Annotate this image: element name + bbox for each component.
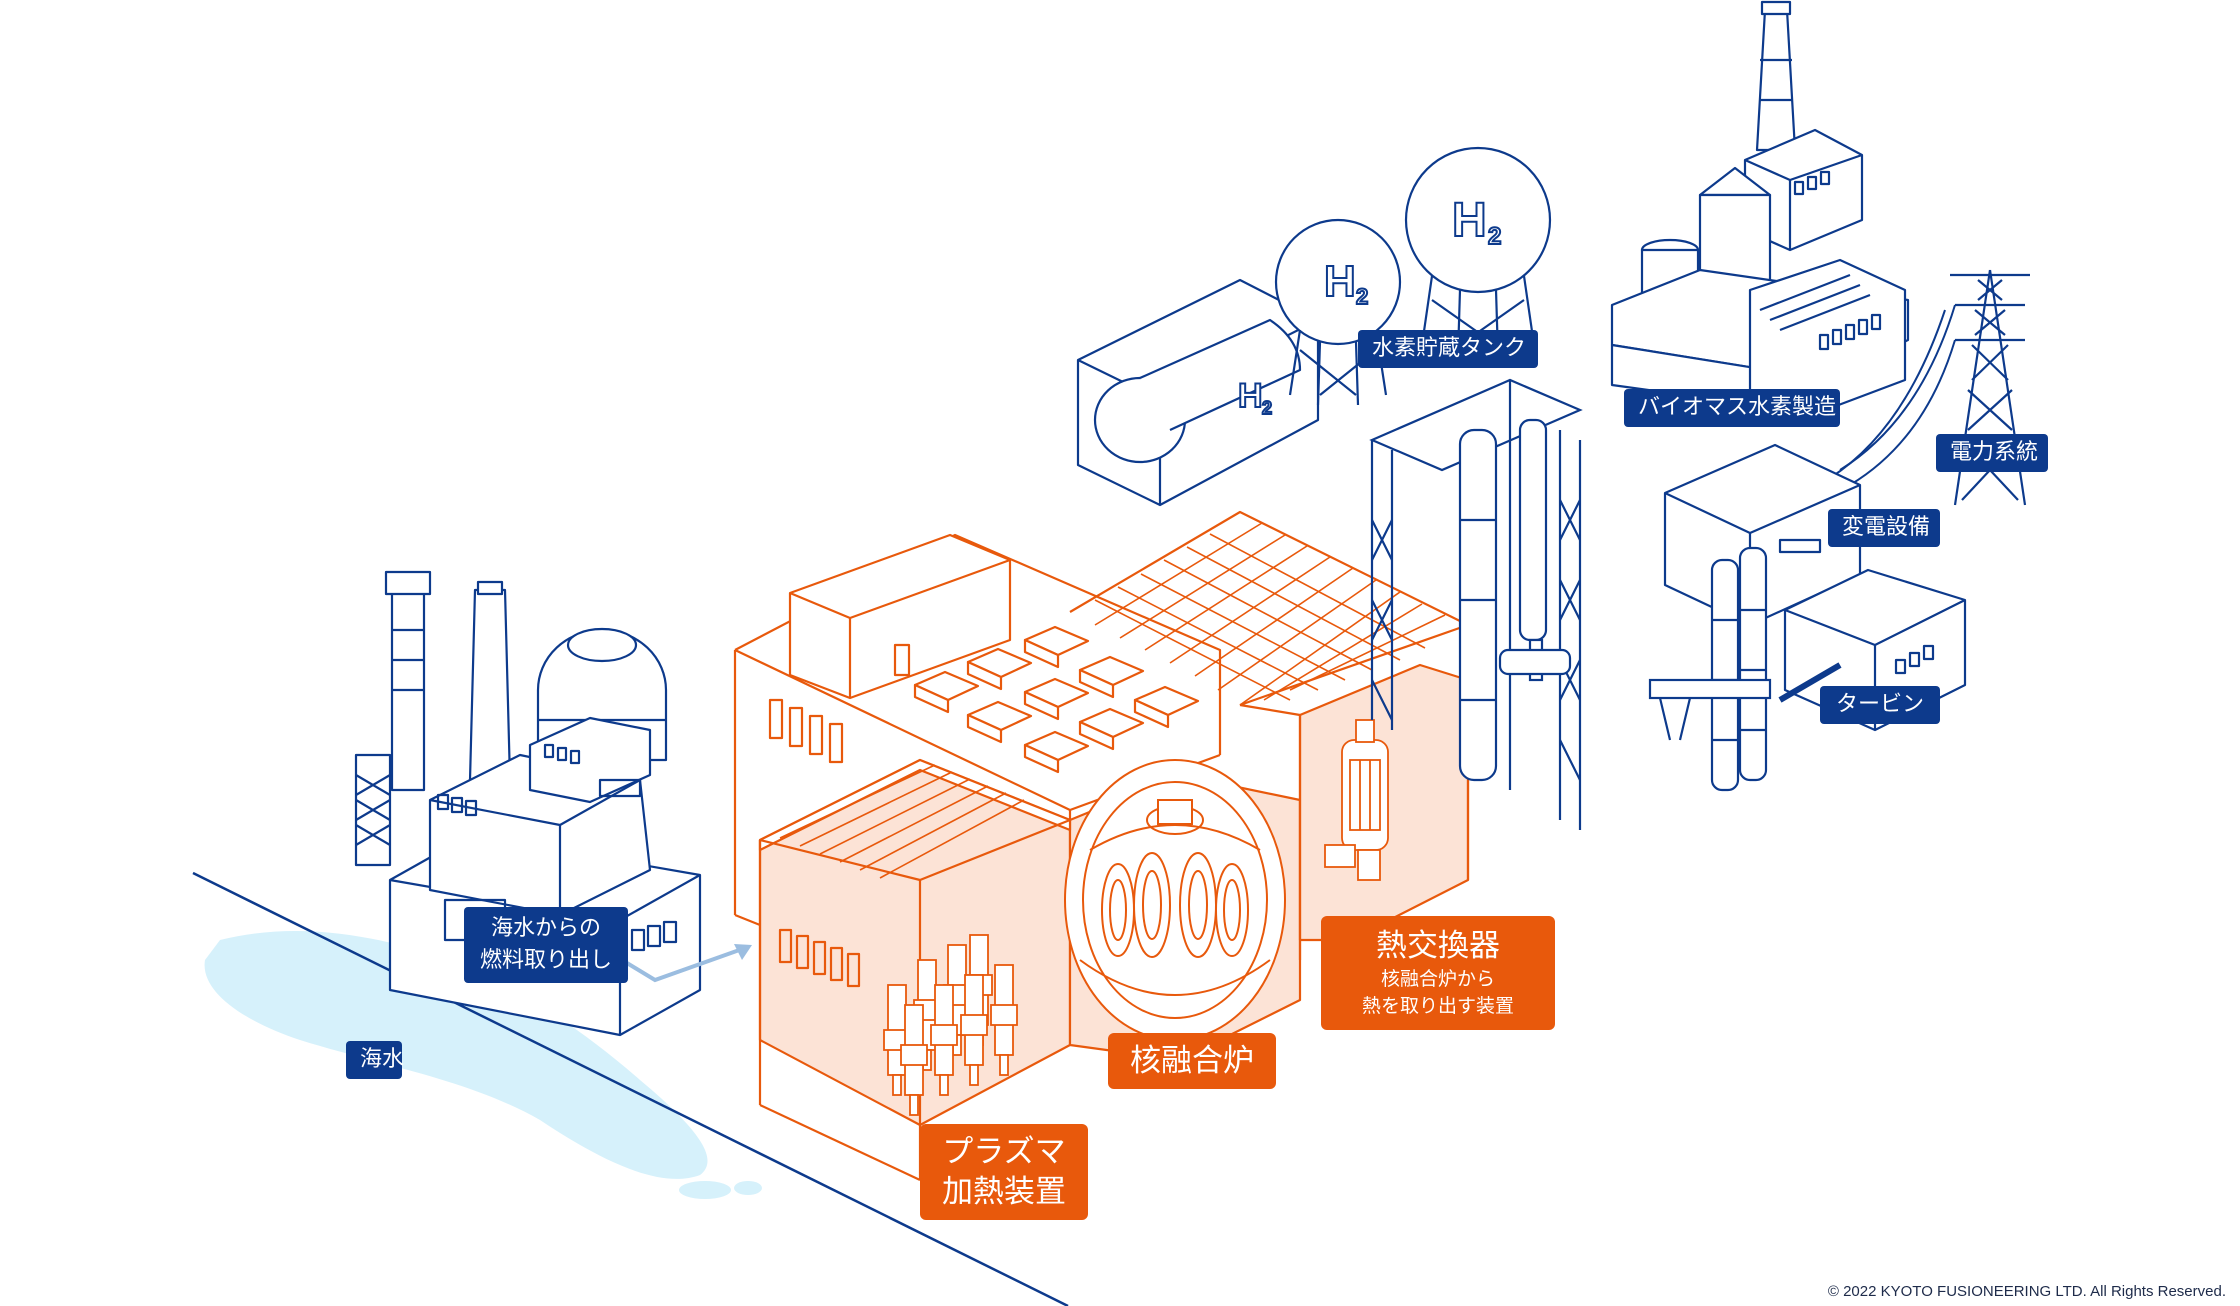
sea-water bbox=[204, 930, 708, 1179]
label-heat-exchanger-sub2: 熱を取り出す装置 bbox=[1361, 995, 1514, 1017]
copyright-notice: © 2022 KYOTO FUSIONEERING LTD. All Right… bbox=[1827, 1283, 2226, 1300]
label-substation: 変電設備 bbox=[1828, 509, 1940, 547]
h2-mark-small-sphere: H bbox=[1324, 257, 1356, 306]
h2-mark-container-sub: 2 bbox=[1262, 398, 1272, 418]
label-power-grid: 電力系統 bbox=[1936, 434, 2048, 472]
h2-mark-large-sphere: H bbox=[1452, 194, 1487, 247]
h2-markings: H 2 H 2 H 2 bbox=[1237, 193, 1502, 419]
label-fuel-extraction: 海水からの 燃料取り出し bbox=[464, 907, 628, 983]
label-fusion-reactor: 核融合炉 bbox=[1108, 1033, 1276, 1089]
fuel-arrow-head bbox=[734, 944, 752, 960]
hydrogen-storage bbox=[1076, 146, 1552, 507]
fusion-reactor bbox=[1064, 759, 1286, 1041]
plasma-heating-devices bbox=[883, 934, 1018, 1116]
label-heat-exchanger: 熱交換器 核融合炉から 熱を取り出す装置 bbox=[1321, 916, 1555, 1030]
label-fuel-extraction-line1: 海水からの bbox=[490, 916, 601, 941]
power-lines bbox=[1829, 304, 1956, 486]
turbine-columns bbox=[1648, 546, 1842, 792]
heater-unit bbox=[900, 1004, 928, 1116]
sea-splash bbox=[679, 1181, 731, 1199]
biomass-hydrogen-plant bbox=[1610, 0, 1910, 417]
label-hydrogen-tanks: 水素貯蔵タンク bbox=[1358, 330, 1538, 368]
label-heat-exchanger-title: 熱交換器 bbox=[1376, 928, 1500, 964]
label-plasma-heating: プラズマ 加熱装置 bbox=[920, 1124, 1088, 1220]
label-heat-exchanger-sub1: 核融合炉から bbox=[1380, 968, 1495, 990]
label-turbine: タービン bbox=[1820, 686, 1940, 724]
label-biomass-hydrogen: バイオマス水素製造 bbox=[1624, 389, 1840, 427]
heater-unit bbox=[990, 964, 1018, 1076]
label-plasma-heating-line1: プラズマ bbox=[942, 1134, 1066, 1170]
h2-mark-large-sphere-sub: 2 bbox=[1488, 223, 1501, 250]
shoreline bbox=[192, 871, 1069, 1306]
label-fuel-extraction-line2: 燃料取り出し bbox=[479, 948, 612, 973]
sea-splash bbox=[734, 1181, 762, 1195]
heater-unit bbox=[930, 984, 958, 1096]
heater-unit bbox=[960, 974, 988, 1086]
fuel-arrow bbox=[620, 946, 747, 983]
heat-exchanger bbox=[1324, 719, 1389, 881]
fuel-extraction-plant bbox=[354, 570, 702, 1037]
h2-mark-small-sphere-sub: 2 bbox=[1356, 284, 1368, 309]
heat-transfer-tower bbox=[1369, 378, 1583, 830]
label-plasma-heating-line2: 加熱装置 bbox=[942, 1174, 1066, 1210]
label-sea: 海水 bbox=[346, 1041, 404, 1079]
h2-mark-container: H bbox=[1238, 377, 1263, 415]
